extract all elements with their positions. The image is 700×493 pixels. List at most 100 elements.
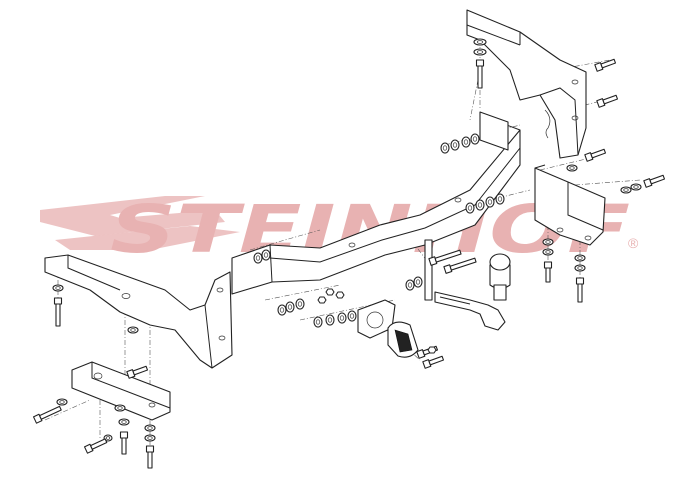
washer-hole: [477, 202, 483, 208]
washer: [313, 316, 323, 328]
washer: [127, 326, 139, 334]
angled-bolt-shank: [39, 405, 62, 420]
vertical-bolt-shank: [55, 303, 61, 327]
washer: [470, 133, 480, 145]
watermark-swoosh-logo: [40, 196, 240, 250]
washer: [144, 434, 156, 442]
watermark-registered-mark: ®: [628, 235, 639, 251]
hex-nut: [325, 288, 335, 296]
washer-hole: [415, 279, 421, 285]
washer: [542, 238, 554, 246]
washer: [440, 142, 450, 154]
angled-bolt-shank: [90, 438, 108, 450]
washer-hole: [349, 313, 355, 319]
washer: [277, 304, 287, 316]
electrical-socket: [387, 321, 419, 358]
washer-hole: [633, 185, 639, 189]
washer-hole: [577, 256, 583, 260]
washer: [295, 298, 305, 310]
washer-hole: [255, 255, 261, 261]
washer: [566, 164, 578, 172]
washer: [495, 193, 505, 205]
tow-ball-neck: [424, 239, 506, 331]
washer: [413, 276, 423, 288]
washer: [473, 48, 487, 56]
washer-hole: [147, 426, 153, 430]
washer: [485, 196, 495, 208]
washer-hole: [497, 196, 503, 202]
washer-hole: [545, 240, 551, 244]
tow-ball: [489, 253, 511, 301]
hex-nut: [427, 346, 437, 354]
washer: [475, 199, 485, 211]
angled-bolt-shank: [434, 249, 462, 263]
socket-plate: [357, 299, 396, 339]
vertical-bolt-shank: [577, 283, 583, 303]
washer: [103, 434, 113, 442]
washer-hole: [623, 188, 629, 192]
vertical-bolt-head: [543, 261, 553, 269]
left-mounting-bracket: [44, 254, 233, 369]
washer-hole: [297, 301, 303, 307]
washer-hole: [327, 317, 333, 323]
washer-hole: [569, 166, 575, 170]
washer-hole: [476, 40, 484, 44]
vertical-bolt-head: [475, 59, 485, 67]
washer-hole: [545, 250, 551, 254]
washer-hole: [105, 436, 111, 440]
washer: [118, 418, 130, 426]
vertical-bolt-head: [575, 277, 585, 285]
washer: [114, 404, 126, 412]
washer: [465, 202, 475, 214]
right-top-mounting-bracket: [466, 9, 587, 159]
washer-hole: [487, 199, 493, 205]
washer: [337, 312, 347, 324]
vertical-bolt-shank: [121, 437, 127, 455]
washer-hole: [263, 252, 269, 258]
washer: [325, 314, 335, 326]
washer-hole: [130, 328, 136, 332]
washer: [620, 186, 632, 194]
washer: [450, 139, 460, 151]
vertical-bolt-shank: [477, 65, 483, 89]
washer: [144, 424, 156, 432]
washer-hole: [476, 50, 484, 54]
angled-bolt-shank: [602, 94, 619, 105]
washer-hole: [452, 142, 458, 148]
washer: [56, 398, 68, 406]
washer-hole: [117, 406, 123, 410]
washer-hole: [467, 205, 473, 211]
washer: [574, 264, 586, 272]
washer-hole: [407, 282, 413, 288]
hex-nut: [317, 296, 327, 304]
vertical-bolt-head: [53, 297, 63, 305]
angled-bolt-shank: [600, 58, 617, 69]
right-side-bracket: [534, 164, 606, 246]
washer-hole: [577, 266, 583, 270]
washer: [52, 284, 64, 292]
washer-hole: [442, 145, 448, 151]
vertical-bolt-shank: [147, 451, 153, 469]
vertical-bolt-head: [119, 431, 129, 439]
angled-bolt-shank: [132, 365, 149, 376]
vertical-bolt-head: [145, 445, 155, 453]
fasteners: [32, 38, 666, 469]
washer-hole: [121, 420, 127, 424]
washer-hole: [287, 304, 293, 310]
washer: [630, 183, 642, 191]
washer-hole: [279, 307, 285, 313]
washer: [473, 38, 487, 46]
vertical-bolt-shank: [545, 267, 551, 283]
washer: [285, 301, 295, 313]
washer: [253, 252, 263, 264]
washer-hole: [463, 139, 469, 145]
washer: [542, 248, 554, 256]
washer-hole: [315, 319, 321, 325]
main-cross-beam: [231, 111, 521, 295]
angled-bolt-shank: [428, 355, 445, 366]
hex-nut: [335, 291, 345, 299]
washer: [574, 254, 586, 262]
angled-bolt-shank: [649, 174, 666, 185]
left-clamp-plate: [71, 361, 171, 421]
